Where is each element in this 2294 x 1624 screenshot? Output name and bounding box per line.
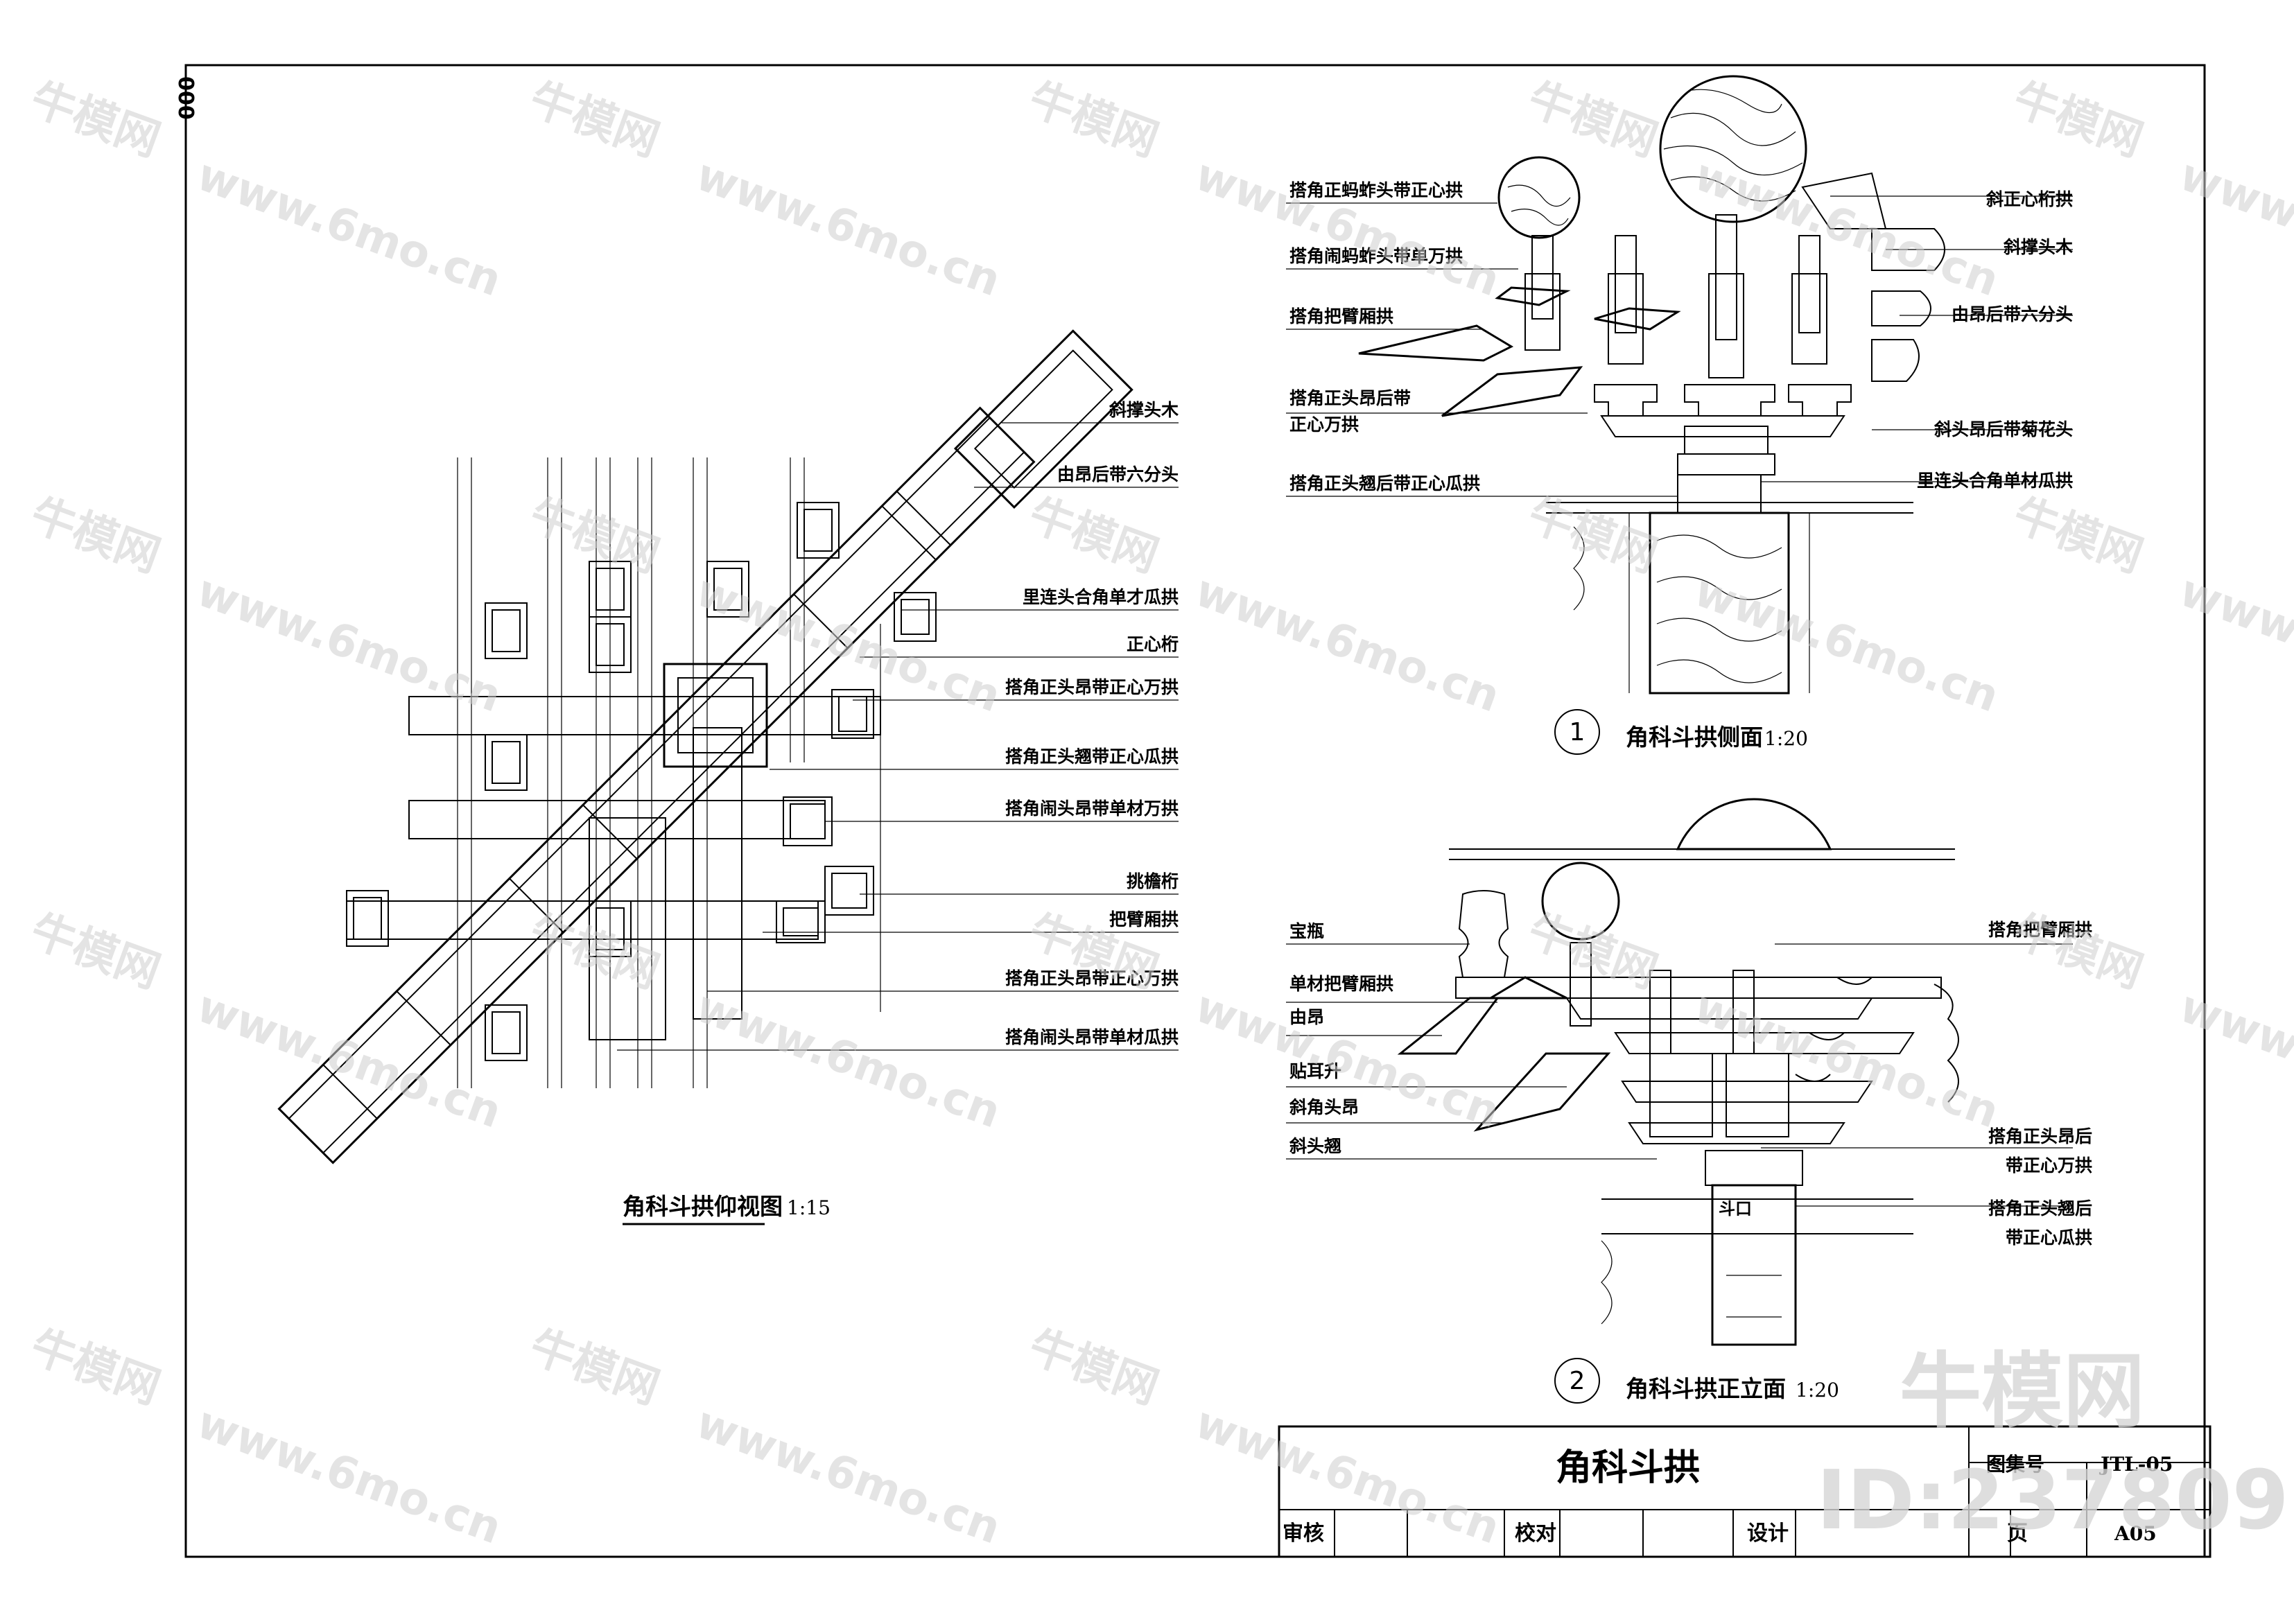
front-callout-label: 宝瓶: [1289, 921, 1324, 941]
side-callout-label: 搭角闹蚂蚱头带单万拱: [1289, 246, 1463, 266]
front-callout-label: 带正心瓜拱: [2006, 1228, 2092, 1248]
side-callout-label: 斜撑头木: [2003, 237, 2073, 257]
front-callout-label: 斜头翘: [1289, 1136, 1341, 1156]
watermark-brand-14: 牛模网: [2007, 905, 2150, 998]
watermark-site-5: www.6mo.cn: [191, 565, 508, 722]
side-callout-label: 搭角正头翘后带正心瓜拱: [1289, 473, 1480, 494]
review-label: 审核: [1283, 1521, 1324, 1546]
watermark-site-17: www.6mo.cn: [1189, 1397, 1506, 1554]
watermark-site-4: www.6mo.cn: [2173, 149, 2294, 306]
watermark-brand-17: 牛模网: [1023, 1320, 1165, 1414]
watermark-site-3: www.6mo.cn: [1688, 149, 2006, 306]
plan-view: 斜撑头木由昂后带六分头里连头合角单才瓜拱正心桁搭角正头昂带正心万拱搭角正头翘带正…: [277, 329, 1179, 1225]
watermark-brand-13: 牛模网: [1522, 905, 1665, 998]
watermark-brand-5: 牛模网: [24, 489, 167, 582]
watermark-brand-1: 牛模网: [523, 73, 666, 166]
front-callout-label: 单材把臂厢拱: [1289, 974, 1393, 994]
side-view-number-circle: [1554, 709, 1600, 755]
front-view-number-circle: [1554, 1358, 1600, 1404]
side-view-number: 1: [1570, 718, 1585, 746]
front-view-number: 2: [1570, 1367, 1585, 1395]
watermark-brand-2: 牛模网: [1023, 73, 1165, 166]
plan-scale: 1:15: [787, 1196, 831, 1219]
plan-callout-label: 搭角正头昂带正心万拱: [1005, 968, 1179, 988]
front-callout-label: 搭角正头昂后: [1988, 1126, 2092, 1146]
watermark-brand-6: 牛模网: [523, 489, 666, 582]
front-callout-label: 搭角正头翘后: [1988, 1198, 2092, 1219]
side-callout-label: 正心万拱: [1289, 414, 1359, 435]
watermark-brand-3: 牛模网: [1522, 73, 1665, 166]
side-callout-label: 斜正心桁拱: [1985, 189, 2073, 209]
side-callout-label: 由昂后带六分头: [1952, 304, 2073, 324]
watermark-site-1: www.6mo.cn: [690, 149, 1007, 306]
watermark-site-13: www.6mo.cn: [1688, 981, 2006, 1138]
drawing-title: 角科斗拱: [1556, 1447, 1700, 1489]
atlas-label: 图集号: [1986, 1453, 2044, 1476]
plan-callout-label: 把臂厢拱: [1109, 909, 1179, 929]
front-callout-label: 斜角头昂: [1289, 1097, 1359, 1117]
front-callout-label: 贴耳升: [1289, 1061, 1341, 1081]
plan-callout-label: 里连头合角单才瓜拱: [1023, 587, 1179, 607]
sheet-border: [184, 64, 2206, 1558]
side-view: 搭角正蚂蚱头带正心拱搭角闹蚂蚱头带单万拱搭角把臂厢拱搭角正头昂后带正心万拱搭角正…: [1286, 75, 2073, 755]
side-view-title: 角科斗拱侧面: [1626, 724, 1763, 751]
dou-kou-label: 斗口: [1719, 1199, 1752, 1219]
plan-callout-label: 搭角闹头昂带单材万拱: [1005, 798, 1179, 819]
front-callout-label: 由昂: [1289, 1007, 1324, 1027]
watermark-site-2: www.6mo.cn: [1189, 149, 1506, 306]
check-label: 校对: [1515, 1521, 1556, 1546]
page-number: A05: [2114, 1522, 2157, 1545]
watermark-site-0: www.6mo.cn: [191, 149, 508, 306]
watermark-brand-4: 牛模网: [2007, 73, 2150, 166]
purlin-section: [1659, 75, 1807, 223]
watermark-brand-0: 牛模网: [24, 73, 167, 166]
watermark-brand-9: 牛模网: [2007, 489, 2150, 582]
watermark-site-10: www.6mo.cn: [191, 981, 508, 1138]
plan-callout-label: 搭角正头昂带正心万拱: [1005, 677, 1179, 697]
plan-title: 角科斗拱仰视图: [623, 1193, 783, 1220]
title-block: 角科斗拱 图集号 JTL-05 审核 校对 设计 页 A05: [1278, 1425, 2212, 1558]
front-view-scale: 1:20: [1796, 1379, 1839, 1402]
watermark-site-16: www.6mo.cn: [690, 1397, 1007, 1554]
watermark-site-6: www.6mo.cn: [690, 565, 1007, 722]
side-callout-label: 斜头昂后带菊花头: [1934, 419, 2073, 439]
front-callout-label: 带正心万拱: [2006, 1155, 2092, 1176]
plan-callout-label: 搭角闹头昂带单材瓜拱: [1005, 1027, 1179, 1047]
plan-callout-label: 搭角正头翘带正心瓜拱: [1005, 746, 1179, 767]
watermark-site-15: www.6mo.cn: [191, 1397, 508, 1554]
design-label: 设计: [1747, 1521, 1789, 1546]
plan-callout-label: 斜撑头木: [1109, 400, 1179, 420]
watermark-logo: 牛模网: [1900, 1343, 2145, 1439]
side-callout-label: 搭角把臂厢拱: [1289, 306, 1393, 326]
side-callout-label: 搭角正头昂后带: [1289, 388, 1411, 408]
watermark-brand-10: 牛模网: [24, 905, 167, 998]
side-view-scale: 1:20: [1764, 727, 1808, 750]
watermark-site-11: www.6mo.cn: [690, 981, 1007, 1138]
front-view-title: 角科斗拱正立面: [1626, 1375, 1786, 1402]
watermark-brand-16: 牛模网: [523, 1320, 666, 1414]
watermark-site-7: www.6mo.cn: [1189, 565, 1506, 722]
watermark-id: ID:237809: [1816, 1452, 2289, 1548]
sheet-mark: 000: [173, 76, 198, 120]
atlas-number: JTL-05: [2099, 1453, 2173, 1476]
watermark-brand-11: 牛模网: [523, 905, 666, 998]
watermark-site-14: www.6mo.cn: [2173, 981, 2294, 1138]
watermark-site-8: www.6mo.cn: [1688, 565, 2006, 722]
side-callout-label: 搭角正蚂蚱头带正心拱: [1289, 180, 1463, 200]
front-callout-label: 搭角把臂厢拱: [1988, 920, 2092, 940]
plan-callout-label: 正心桁: [1127, 634, 1179, 654]
page-label: 页: [2007, 1521, 2028, 1546]
watermark-brand-15: 牛模网: [24, 1320, 167, 1414]
plan-callout-label: 由昂后带六分头: [1057, 464, 1179, 484]
watermark-brand-7: 牛模网: [1023, 489, 1165, 582]
vase-ornament: [1458, 890, 1509, 978]
watermark-site-9: www.6mo.cn: [2173, 565, 2294, 722]
plan-callout-label: 挑檐桁: [1127, 871, 1179, 891]
side-callout-label: 里连头合角单材瓜拱: [1917, 471, 2073, 491]
